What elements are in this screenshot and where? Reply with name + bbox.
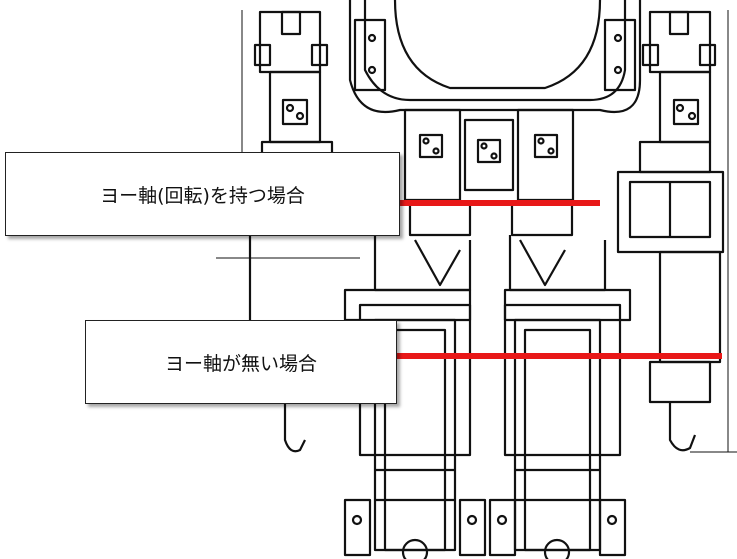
callout-without-yaw-axis-text: ヨー軸が無い場合 xyxy=(164,352,317,375)
torso xyxy=(348,0,642,114)
right-arm xyxy=(616,10,725,452)
hip-joints xyxy=(403,108,575,237)
callout-without-yaw-axis: ヨー軸が無い場合 xyxy=(85,320,397,404)
callout-with-yaw-axis-text: ヨー軸(回転)を持つ場合 xyxy=(100,184,305,207)
right-leg xyxy=(488,235,632,559)
callout-with-yaw-axis: ヨー軸(回転)を持つ場合 xyxy=(5,152,400,236)
